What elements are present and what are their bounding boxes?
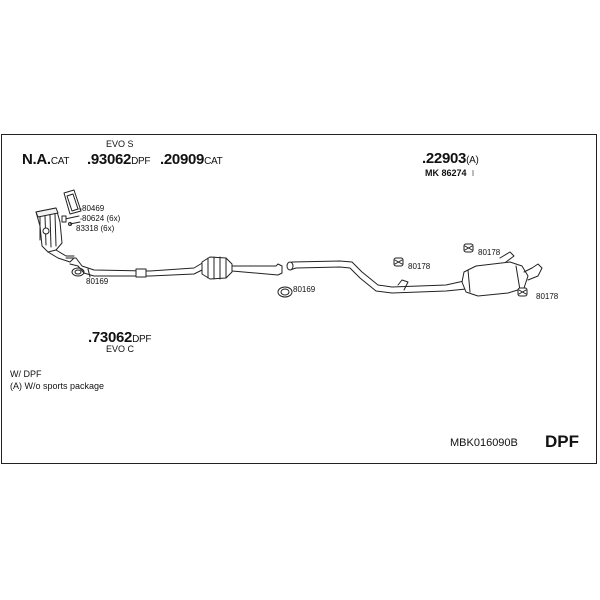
hw-label-80178-c[interactable]: 80178 xyxy=(536,292,559,301)
variant-label-evo-c: EVO C xyxy=(106,344,135,354)
kit-code: MBK016090B xyxy=(450,437,518,449)
hw-label-80169-b[interactable]: 80169 xyxy=(293,285,316,294)
rubber-hanger-icon xyxy=(393,257,404,267)
rubber-hanger-icon xyxy=(517,287,528,297)
part-label-na-cat[interactable]: N.A.CAT xyxy=(22,151,70,168)
rubber-hanger-icon xyxy=(463,243,474,253)
note-line-1: W/ DPF xyxy=(10,369,42,379)
kit-type: DPF xyxy=(545,432,579,451)
mk-label: MK 86274 xyxy=(425,168,467,178)
middle-catalyst-icon xyxy=(201,256,283,280)
clamp-icon xyxy=(71,267,85,277)
leader-lines xyxy=(78,170,474,220)
diagram-frame xyxy=(1,134,597,464)
note-line-2: (A) W/o sports package xyxy=(10,381,105,391)
front-pipe-icon xyxy=(65,257,207,278)
hw-label-80624[interactable]: 80624 (6x) xyxy=(82,214,121,223)
gasket-icon xyxy=(63,189,82,215)
front-catalyst-icon xyxy=(35,207,75,263)
rear-silencer-icon xyxy=(461,251,543,297)
part-label-20909[interactable]: .20909CAT xyxy=(160,151,223,168)
variant-label-evo-s: EVO S xyxy=(106,139,134,149)
hw-label-80178-a[interactable]: 80178 xyxy=(408,262,431,271)
hw-label-80169-a[interactable]: 80169 xyxy=(86,277,109,286)
part-label-22903[interactable]: .22903(A) xyxy=(422,150,479,167)
bolt-icon xyxy=(61,215,81,226)
hw-label-80469[interactable]: 80469 xyxy=(82,204,105,213)
rear-pipe-icon xyxy=(286,260,467,294)
part-label-73062[interactable]: .73062DPF xyxy=(88,329,152,346)
hw-label-83318[interactable]: 83318 (6x) xyxy=(76,224,115,233)
part-label-93062[interactable]: .93062DPF xyxy=(87,151,151,168)
clamp-icon xyxy=(277,286,293,298)
hw-label-80178-b[interactable]: 80178 xyxy=(478,248,501,257)
